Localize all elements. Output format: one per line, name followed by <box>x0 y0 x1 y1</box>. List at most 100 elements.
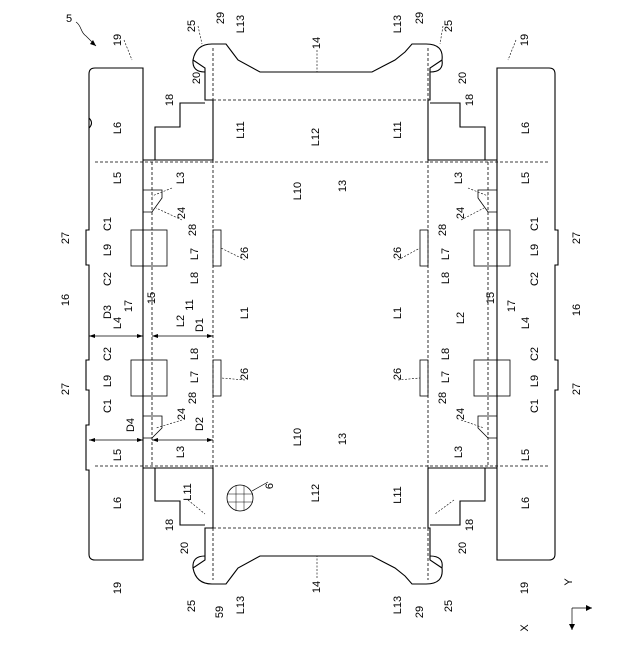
reference-label: 16 <box>571 304 583 316</box>
reference-label: 16 <box>60 294 72 306</box>
reference-label: 25 <box>443 600 455 612</box>
reference-label: D2 <box>194 417 206 431</box>
target-mark <box>227 482 268 511</box>
reference-label: L1 <box>239 307 251 319</box>
reference-label: L12 <box>310 484 322 502</box>
reference-label: 20 <box>457 72 469 84</box>
y-axis-label: Y <box>563 578 575 586</box>
reference-label: L6 <box>112 497 124 509</box>
reference-label: 18 <box>164 94 176 106</box>
reference-label: C1 <box>529 399 541 413</box>
reference-label: 26 <box>239 368 251 380</box>
reference-label: L3 <box>175 172 187 184</box>
reference-label: L8 <box>189 348 201 360</box>
reference-label: 27 <box>571 383 583 395</box>
reference-label: L3 <box>175 446 187 458</box>
reference-label: L9 <box>529 244 541 256</box>
reference-label: 17 <box>123 300 135 312</box>
reference-label: L4 <box>520 317 532 329</box>
reference-label: 26 <box>392 368 404 380</box>
reference-label: L9 <box>102 375 114 387</box>
reference-label: L11 <box>182 483 194 501</box>
reference-label: L6 <box>520 122 532 134</box>
reference-label: L13 <box>392 596 404 614</box>
reference-label: L10 <box>292 182 304 200</box>
reference-label: L7 <box>440 248 452 260</box>
reference-label: 28 <box>437 392 449 404</box>
reference-label: L6 <box>520 497 532 509</box>
reference-label: L8 <box>440 272 452 284</box>
reference-label: 13 <box>337 180 349 192</box>
reference-label: 19 <box>519 582 531 594</box>
reference-label: L2 <box>455 312 467 324</box>
reference-label: 59 <box>214 606 226 618</box>
reference-label: L11 <box>392 486 404 504</box>
reference-label: 15 <box>146 292 158 304</box>
x-axis-label: X <box>519 624 531 632</box>
reference-label: 20 <box>191 72 203 84</box>
reference-label: 18 <box>464 94 476 106</box>
reference-label: L5 <box>112 172 124 184</box>
reference-label: 19 <box>519 34 531 46</box>
reference-label: 13 <box>337 433 349 445</box>
reference-label: 28 <box>437 224 449 236</box>
reference-label: L7 <box>189 371 201 383</box>
reference-label: 24 <box>455 408 467 420</box>
reference-label: 25 <box>443 20 455 32</box>
reference-label: 26 <box>392 247 404 259</box>
reference-label: C1 <box>102 399 114 413</box>
reference-label: 17 <box>506 300 518 312</box>
reference-label: 26 <box>239 247 251 259</box>
reference-label: 6 <box>264 483 276 489</box>
reference-label: 27 <box>571 232 583 244</box>
reference-label: 25 <box>186 600 198 612</box>
reference-label: L6 <box>112 122 124 134</box>
reference-label: L7 <box>189 248 201 260</box>
reference-label: 19 <box>112 582 124 594</box>
reference-label: 24 <box>176 408 188 420</box>
reference-label: L5 <box>520 172 532 184</box>
reference-label: L3 <box>453 446 465 458</box>
reference-label: 29 <box>414 606 426 618</box>
reference-label: C1 <box>529 217 541 231</box>
reference-label: L11 <box>392 121 404 139</box>
reference-label: C2 <box>102 272 114 286</box>
reference-label: 18 <box>164 519 176 531</box>
reference-label: 19 <box>112 34 124 46</box>
figure-ref-number: 5 <box>66 13 72 25</box>
reference-label: D4 <box>125 418 137 432</box>
reference-label: L8 <box>440 348 452 360</box>
reference-label: 20 <box>179 542 191 554</box>
reference-label: C2 <box>529 272 541 286</box>
reference-label: 27 <box>60 383 72 395</box>
locking-slots <box>131 230 510 396</box>
reference-label: L2 <box>175 315 187 327</box>
reference-label: C2 <box>529 347 541 361</box>
sheet-outline <box>86 44 558 584</box>
reference-label: C1 <box>102 217 114 231</box>
reference-label: L3 <box>453 172 465 184</box>
reference-label: L10 <box>292 428 304 446</box>
reference-label: 24 <box>455 207 467 219</box>
reference-label: 29 <box>414 12 426 24</box>
reference-label: 28 <box>187 392 199 404</box>
reference-label: L4 <box>112 317 124 329</box>
reference-labels: 192529L1314L1329251920201818L6L11L12L11L… <box>60 12 583 618</box>
reference-label: 25 <box>186 20 198 32</box>
reference-label: L5 <box>112 449 124 461</box>
reference-label: C2 <box>102 347 114 361</box>
reference-label: 14 <box>311 581 323 593</box>
reference-label: L9 <box>102 244 114 256</box>
reference-label: 14 <box>311 37 323 49</box>
reference-label: 24 <box>176 207 188 219</box>
reference-label: 27 <box>60 232 72 244</box>
reference-label: D1 <box>194 318 206 332</box>
reference-label: L13 <box>392 15 404 33</box>
reference-label: L13 <box>235 596 247 614</box>
reference-label: 29 <box>215 12 227 24</box>
reference-label: L12 <box>310 128 322 146</box>
reference-label: L7 <box>440 371 452 383</box>
reference-label: 28 <box>187 224 199 236</box>
reference-label: L5 <box>520 449 532 461</box>
